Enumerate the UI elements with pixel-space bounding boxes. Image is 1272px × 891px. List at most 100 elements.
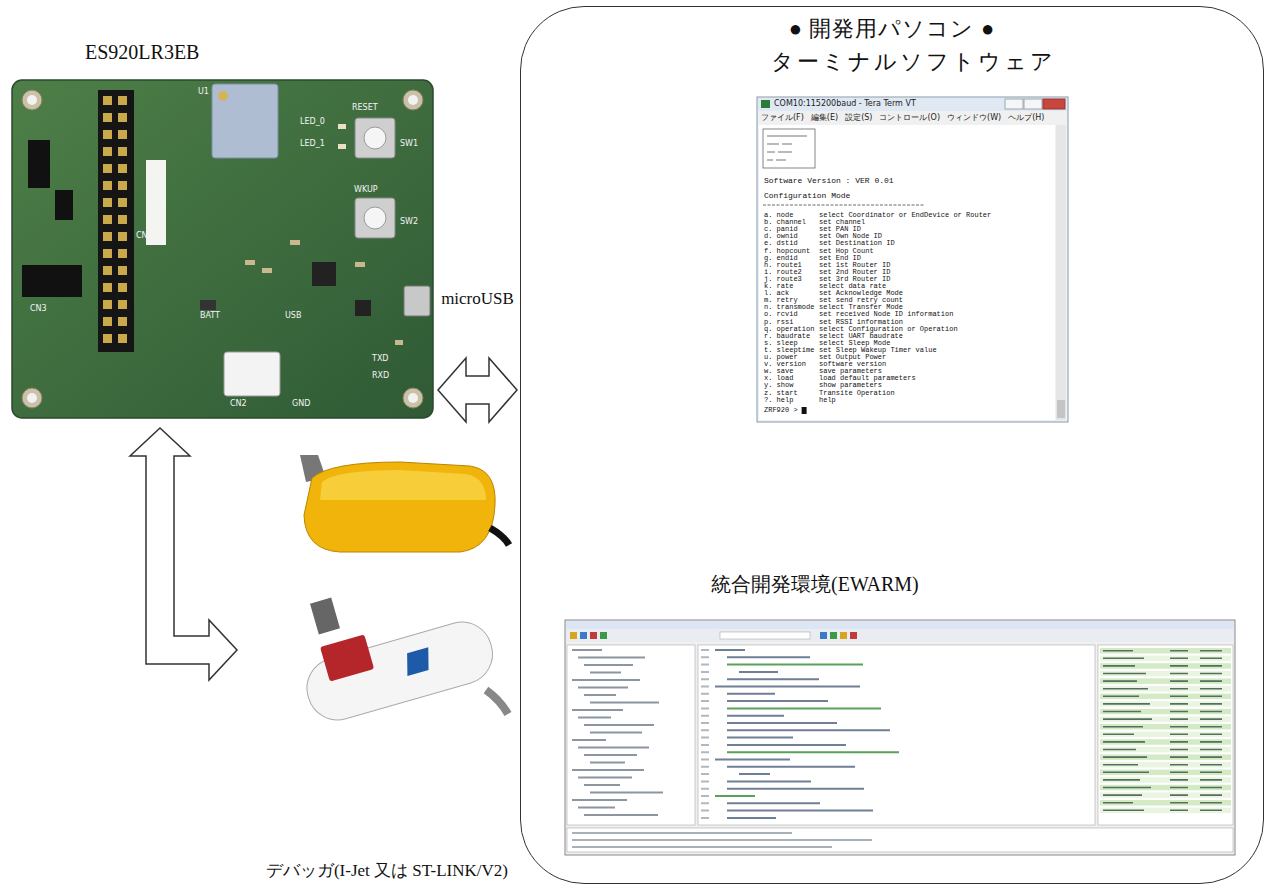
terminal-text: Software Version : VER 0.01	[764, 177, 894, 186]
window-frame	[757, 97, 1068, 422]
push-switch	[355, 198, 395, 238]
transistor	[355, 300, 371, 316]
hollow-arrow	[438, 358, 517, 422]
command-name: y. show	[764, 382, 793, 389]
pin-header	[98, 90, 134, 352]
radio-module	[212, 84, 278, 158]
command-description: select Transfer Mode	[819, 304, 903, 311]
silkscreen-label: CN3	[30, 305, 47, 314]
command-name: u. power	[764, 354, 798, 361]
led	[338, 124, 346, 129]
app-icon	[761, 100, 770, 108]
cn3-connector	[22, 265, 82, 297]
software-box: ターミナルソフトウェアファイル(F)編集(E)設定(S)コントロール(O)ウィン…	[741, 46, 1086, 438]
silkscreen-label: USB	[285, 312, 301, 321]
command-description: set channel	[819, 219, 865, 226]
header-pin	[103, 147, 112, 156]
command-name: ?. help	[764, 397, 793, 404]
header-pin	[103, 317, 112, 326]
jumper	[55, 190, 73, 220]
command-description: set Sleep Wakeup Timer value	[819, 347, 937, 354]
command-name: w. save	[764, 368, 793, 375]
command-name: l. ack	[764, 290, 789, 297]
header-pin	[118, 181, 127, 190]
menu-item: 設定(S)	[845, 113, 872, 123]
header-pin	[118, 147, 127, 156]
silkscreen-label: RXD	[372, 372, 389, 381]
toolbar-field	[720, 632, 810, 639]
command-name: e. dstid	[764, 240, 798, 247]
cursor-layer	[802, 407, 807, 414]
command-description: select Configuration or Operation	[819, 326, 958, 333]
code-lines	[715, 650, 890, 818]
command-name: q. operation	[764, 326, 814, 333]
command-name: m. retry	[764, 297, 798, 304]
silkscreen-label: SW2	[400, 218, 418, 227]
header-pin	[118, 113, 127, 122]
header-pin	[103, 283, 112, 292]
usb-cable	[486, 690, 508, 714]
header-pin	[103, 130, 112, 139]
silkscreen-label: U1	[198, 88, 209, 97]
terminal-screenshot	[757, 97, 1068, 422]
mount-hole	[27, 393, 37, 403]
passive-part	[200, 300, 216, 310]
command-description: software version	[819, 361, 886, 368]
command-name: g. endid	[764, 255, 798, 262]
header-pin	[118, 164, 127, 173]
command-description: set RSSI information	[819, 319, 903, 326]
ijet-body	[320, 470, 486, 500]
window-title: COM10:115200baud - Tera Term VT	[774, 100, 916, 109]
command-name: d. ownid	[764, 233, 798, 240]
command-description: select Sleep Mode	[819, 340, 890, 347]
pcb	[12, 80, 433, 418]
window-button	[1005, 99, 1023, 109]
command-name: z. start	[764, 390, 798, 397]
title-bar	[758, 98, 1067, 111]
stlink-case	[300, 615, 500, 727]
log-pane	[567, 828, 1233, 852]
terminal-text: Configuration Mode	[764, 192, 850, 201]
mount-hole	[403, 90, 423, 110]
scroll-thumb	[1057, 400, 1065, 418]
antenna-connector	[218, 91, 228, 101]
toolbar-icon	[820, 632, 827, 639]
command-description: help	[819, 397, 836, 404]
command-description: set send retry count	[819, 297, 903, 304]
debugger-node: デバッガ(I-Jet 又は ST-LINK/V2)	[240, 450, 512, 885]
toolbar-icon	[580, 632, 587, 639]
hollow-arrow	[130, 428, 237, 680]
pc-box: ● 開発用パソコン ●ターミナルソフトウェアファイル(F)編集(E)設定(S)コ…	[520, 6, 1264, 884]
command-description: set Output Power	[819, 354, 886, 361]
command-name: o. rcvid	[764, 311, 798, 318]
menu-item: ヘルプ(H)	[1008, 113, 1044, 123]
header-pin	[118, 96, 127, 105]
silkscreen-label: RESET	[352, 104, 378, 113]
command-name: v. version	[764, 361, 806, 368]
header-pin	[118, 249, 127, 258]
passive-part	[262, 268, 272, 273]
close-button	[1043, 99, 1065, 109]
header-pin	[118, 232, 127, 241]
mount-hole	[27, 95, 37, 105]
window-button	[1024, 99, 1042, 109]
terminal-area	[759, 125, 1055, 420]
command-description: set Destination ID	[819, 240, 895, 247]
mount-hole	[403, 388, 423, 408]
logo-box	[763, 129, 815, 168]
st-logo	[401, 647, 434, 676]
passive-part	[395, 340, 403, 345]
passive-part	[245, 260, 255, 265]
silkscreen-label: LED_0	[300, 118, 325, 127]
command-description: set Acknowledge Mode	[819, 290, 903, 297]
node-heading: ES920LR3EB	[85, 40, 199, 65]
ribbon-cable	[310, 598, 340, 635]
menu-item: 編集(E)	[811, 113, 838, 123]
command-name: h. route1	[764, 262, 802, 269]
header-pin	[118, 283, 127, 292]
command-name: x. load	[764, 375, 793, 382]
usb-cable	[490, 528, 509, 545]
node-heading: 統合開発環境(EWARM)	[711, 572, 919, 597]
